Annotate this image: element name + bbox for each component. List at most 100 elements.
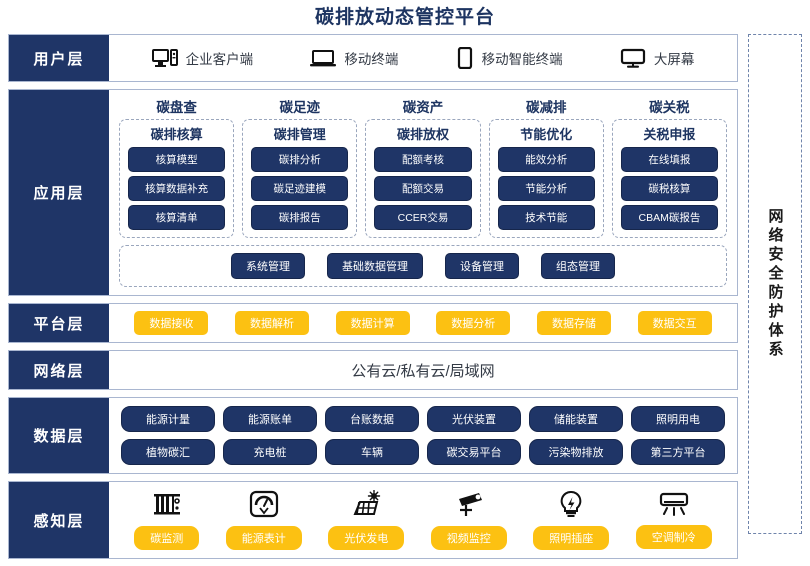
layer-label-application: 应用层 bbox=[9, 90, 109, 295]
data-item-button[interactable]: 车辆 bbox=[325, 439, 419, 465]
app-column-title: 碳盘查 bbox=[156, 100, 197, 115]
app-column-group: 碳排管理 碳排分析 碳足迹建模 碳排报告 bbox=[242, 119, 358, 238]
air-conditioner-icon bbox=[658, 491, 690, 517]
security-sidebar: 网络安全防护体系 bbox=[748, 34, 802, 534]
platform-layer-body: 数据接收 数据解析 数据计算 数据分析 数据存储 数据交互 bbox=[109, 304, 737, 342]
app-item-button[interactable]: CCER交易 bbox=[374, 205, 472, 230]
app-column-group: 碳排放权 配额考核 配额交易 CCER交易 bbox=[365, 119, 481, 238]
user-item-enterprise-client[interactable]: 企业客户端 bbox=[151, 48, 254, 68]
app-item-button[interactable]: 碳足迹建模 bbox=[251, 176, 349, 201]
application-bottom-group: 系统管理 基础数据管理 设备管理 组态管理 bbox=[119, 245, 727, 287]
app-item-button[interactable]: 技术节能 bbox=[497, 205, 595, 230]
sense-item-energy-meter[interactable]: 能源表计 bbox=[225, 490, 302, 550]
user-item-label: 移动终端 bbox=[344, 52, 399, 67]
user-item-large-screen[interactable]: 大屏幕 bbox=[620, 48, 694, 68]
data-item-button[interactable]: 能源账单 bbox=[223, 406, 317, 432]
solar-panel-icon bbox=[350, 489, 382, 518]
light-bulb-icon bbox=[557, 490, 585, 518]
app-column-subtitle: 节能优化 bbox=[520, 127, 573, 142]
data-item-button[interactable]: 台账数据 bbox=[325, 406, 419, 432]
platform-item-button[interactable]: 数据解析 bbox=[234, 311, 309, 335]
data-item-button[interactable]: 第三方平台 bbox=[631, 439, 725, 465]
app-item-button[interactable]: 配额交易 bbox=[374, 176, 472, 201]
app-item-button[interactable]: 核算模型 bbox=[128, 147, 226, 172]
sense-item-air-conditioning[interactable]: 空调制冷 bbox=[635, 491, 712, 549]
app-item-button[interactable]: 能效分析 bbox=[497, 147, 595, 172]
data-item-button[interactable]: 污染物排放 bbox=[529, 439, 623, 465]
data-row-2: 植物碳汇 充电桩 车辆 碳交易平台 污染物排放 第三方平台 bbox=[121, 439, 725, 465]
app-bottom-button[interactable]: 组态管理 bbox=[541, 253, 615, 279]
app-item-button[interactable]: CBAM碳报告 bbox=[620, 205, 719, 230]
data-item-button[interactable]: 光伏装置 bbox=[427, 406, 521, 432]
cctv-camera-icon bbox=[453, 490, 485, 518]
layer-label-user: 用户层 bbox=[9, 35, 109, 81]
data-layer-body: 能源计量 能源账单 台账数据 光伏装置 储能装置 照明用电 植物碳汇 充电桩 车… bbox=[109, 398, 737, 473]
layer-row-application: 应用层 碳盘查 碳排核算 核算模型 核算数据补充 核算清单 bbox=[8, 89, 738, 296]
platform-item-button[interactable]: 数据分析 bbox=[436, 311, 511, 335]
platform-item-button[interactable]: 数据接收 bbox=[134, 311, 209, 335]
data-item-button[interactable]: 能源计量 bbox=[121, 406, 215, 432]
layer-row-user: 用户层 企业客户端 bbox=[8, 34, 738, 82]
app-column-carbon-reduction: 碳减排 节能优化 能效分析 节能分析 技术节能 bbox=[488, 96, 604, 238]
app-column-carbon-inventory: 碳盘查 碳排核算 核算模型 核算数据补充 核算清单 bbox=[119, 96, 235, 238]
app-column-carbon-tariff: 碳关税 关税申报 在线填报 碳税核算 CBAM碳报告 bbox=[611, 96, 728, 238]
layer-label-data: 数据层 bbox=[9, 398, 109, 473]
sense-item-label: 空调制冷 bbox=[635, 525, 712, 549]
sense-item-lighting-socket[interactable]: 照明插座 bbox=[533, 490, 610, 550]
sense-item-label: 照明插座 bbox=[533, 526, 610, 550]
app-item-button[interactable]: 核算清单 bbox=[128, 205, 226, 230]
sense-item-carbon-monitoring[interactable]: 碳监测 bbox=[134, 490, 200, 550]
data-item-button[interactable]: 储能装置 bbox=[529, 406, 623, 432]
platform-item-button[interactable]: 数据存储 bbox=[536, 311, 611, 335]
platform-item-button[interactable]: 数据计算 bbox=[335, 311, 410, 335]
layer-row-sense: 感知层 bbox=[8, 481, 738, 559]
user-item-smart-mobile-terminal[interactable]: 移动智能终端 bbox=[456, 46, 563, 70]
app-column-title: 碳足迹 bbox=[279, 100, 321, 115]
app-item-button[interactable]: 节能分析 bbox=[497, 176, 595, 201]
sense-item-video-surveillance[interactable]: 视频监控 bbox=[430, 490, 507, 550]
diagram-canvas: 碳排放动态管控平台 用户层 bbox=[8, 7, 802, 559]
sense-item-label: 光伏发电 bbox=[328, 526, 405, 550]
app-item-button[interactable]: 碳税核算 bbox=[620, 176, 719, 201]
layer-row-data: 数据层 能源计量 能源账单 台账数据 光伏装置 储能装置 照明用电 植物碳汇 充… bbox=[8, 397, 738, 474]
layer-row-network: 网络层 公有云/私有云/局域网 bbox=[8, 350, 738, 390]
user-item-mobile-terminal[interactable]: 移动终端 bbox=[310, 48, 398, 68]
sense-layer-body: 碳监测 能源表计 bbox=[109, 482, 737, 558]
app-column-carbon-footprint: 碳足迹 碳排管理 碳排分析 碳足迹建模 碳排报告 bbox=[242, 96, 358, 238]
app-bottom-button[interactable]: 基础数据管理 bbox=[327, 253, 423, 279]
platform-item-button[interactable]: 数据交互 bbox=[637, 311, 712, 335]
network-text: 公有云/私有云/局域网 bbox=[351, 362, 495, 380]
app-bottom-button[interactable]: 设备管理 bbox=[445, 253, 519, 279]
app-column-subtitle: 关税申报 bbox=[643, 127, 696, 142]
app-column-title: 碳关税 bbox=[649, 100, 690, 115]
gauge-meter-icon bbox=[249, 490, 279, 518]
app-column-subtitle: 碳排管理 bbox=[273, 127, 326, 142]
user-item-label: 企业客户端 bbox=[185, 52, 254, 67]
layer-label-network: 网络层 bbox=[9, 351, 109, 389]
app-item-button[interactable]: 碳排报告 bbox=[251, 205, 349, 230]
app-column-title: 碳资产 bbox=[402, 100, 444, 115]
app-item-button[interactable]: 在线填报 bbox=[620, 147, 719, 172]
sense-item-pv-generation[interactable]: 光伏发电 bbox=[328, 489, 405, 550]
app-item-button[interactable]: 碳排分析 bbox=[251, 147, 349, 172]
user-layer-body: 企业客户端 移动终端 bbox=[109, 35, 737, 81]
user-item-label: 移动智能终端 bbox=[481, 52, 563, 67]
layer-stack: 用户层 企业客户端 bbox=[8, 34, 738, 566]
desktop-tower-icon bbox=[151, 48, 178, 68]
sense-item-label: 能源表计 bbox=[225, 526, 302, 550]
layer-label-platform: 平台层 bbox=[9, 304, 109, 342]
app-bottom-button[interactable]: 系统管理 bbox=[231, 253, 305, 279]
app-item-button[interactable]: 核算数据补充 bbox=[128, 176, 226, 201]
sense-item-label: 碳监测 bbox=[134, 526, 200, 550]
application-columns: 碳盘查 碳排核算 核算模型 核算数据补充 核算清单 碳足迹 碳排管理 bbox=[119, 96, 728, 238]
app-column-group: 碳排核算 核算模型 核算数据补充 核算清单 bbox=[119, 119, 235, 238]
app-column-subtitle: 碳排核算 bbox=[150, 127, 203, 142]
page-title: 碳排放动态管控平台 bbox=[314, 7, 495, 28]
app-item-button[interactable]: 配额考核 bbox=[374, 147, 472, 172]
laptop-icon bbox=[310, 48, 337, 68]
data-item-button[interactable]: 碳交易平台 bbox=[427, 439, 521, 465]
data-item-button[interactable]: 植物碳汇 bbox=[121, 439, 215, 465]
data-item-button[interactable]: 照明用电 bbox=[631, 406, 725, 432]
data-item-button[interactable]: 充电桩 bbox=[223, 439, 317, 465]
layer-row-platform: 平台层 数据接收 数据解析 数据计算 数据分析 数据存储 数据交互 bbox=[8, 303, 738, 343]
